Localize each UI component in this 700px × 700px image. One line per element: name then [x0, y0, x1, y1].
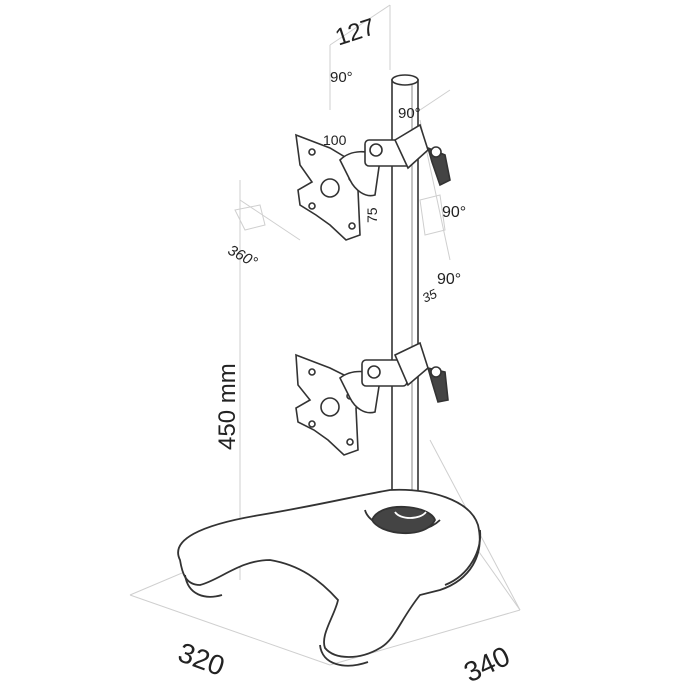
- plate-width-label: 100: [323, 132, 347, 148]
- base-width-label: 340: [459, 640, 514, 688]
- tilt-top-angle: 90°: [330, 69, 353, 86]
- swivel-mid-angle-2: 90°: [437, 271, 461, 288]
- top-width-label: 127: [332, 13, 378, 51]
- rotation-angle: 360°: [225, 242, 260, 272]
- base-depth-label: 320: [174, 637, 229, 682]
- upper-mount: [295, 123, 451, 241]
- swivel-top-angle: 90°: [398, 105, 421, 122]
- height-label: 450 mm: [214, 363, 241, 450]
- plate-height-label: 75: [364, 207, 380, 223]
- base: [177, 488, 482, 667]
- swivel-mid-angle-1: 90°: [442, 204, 466, 221]
- lower-mount: [295, 341, 449, 456]
- pole-offset-label: 35: [420, 286, 440, 306]
